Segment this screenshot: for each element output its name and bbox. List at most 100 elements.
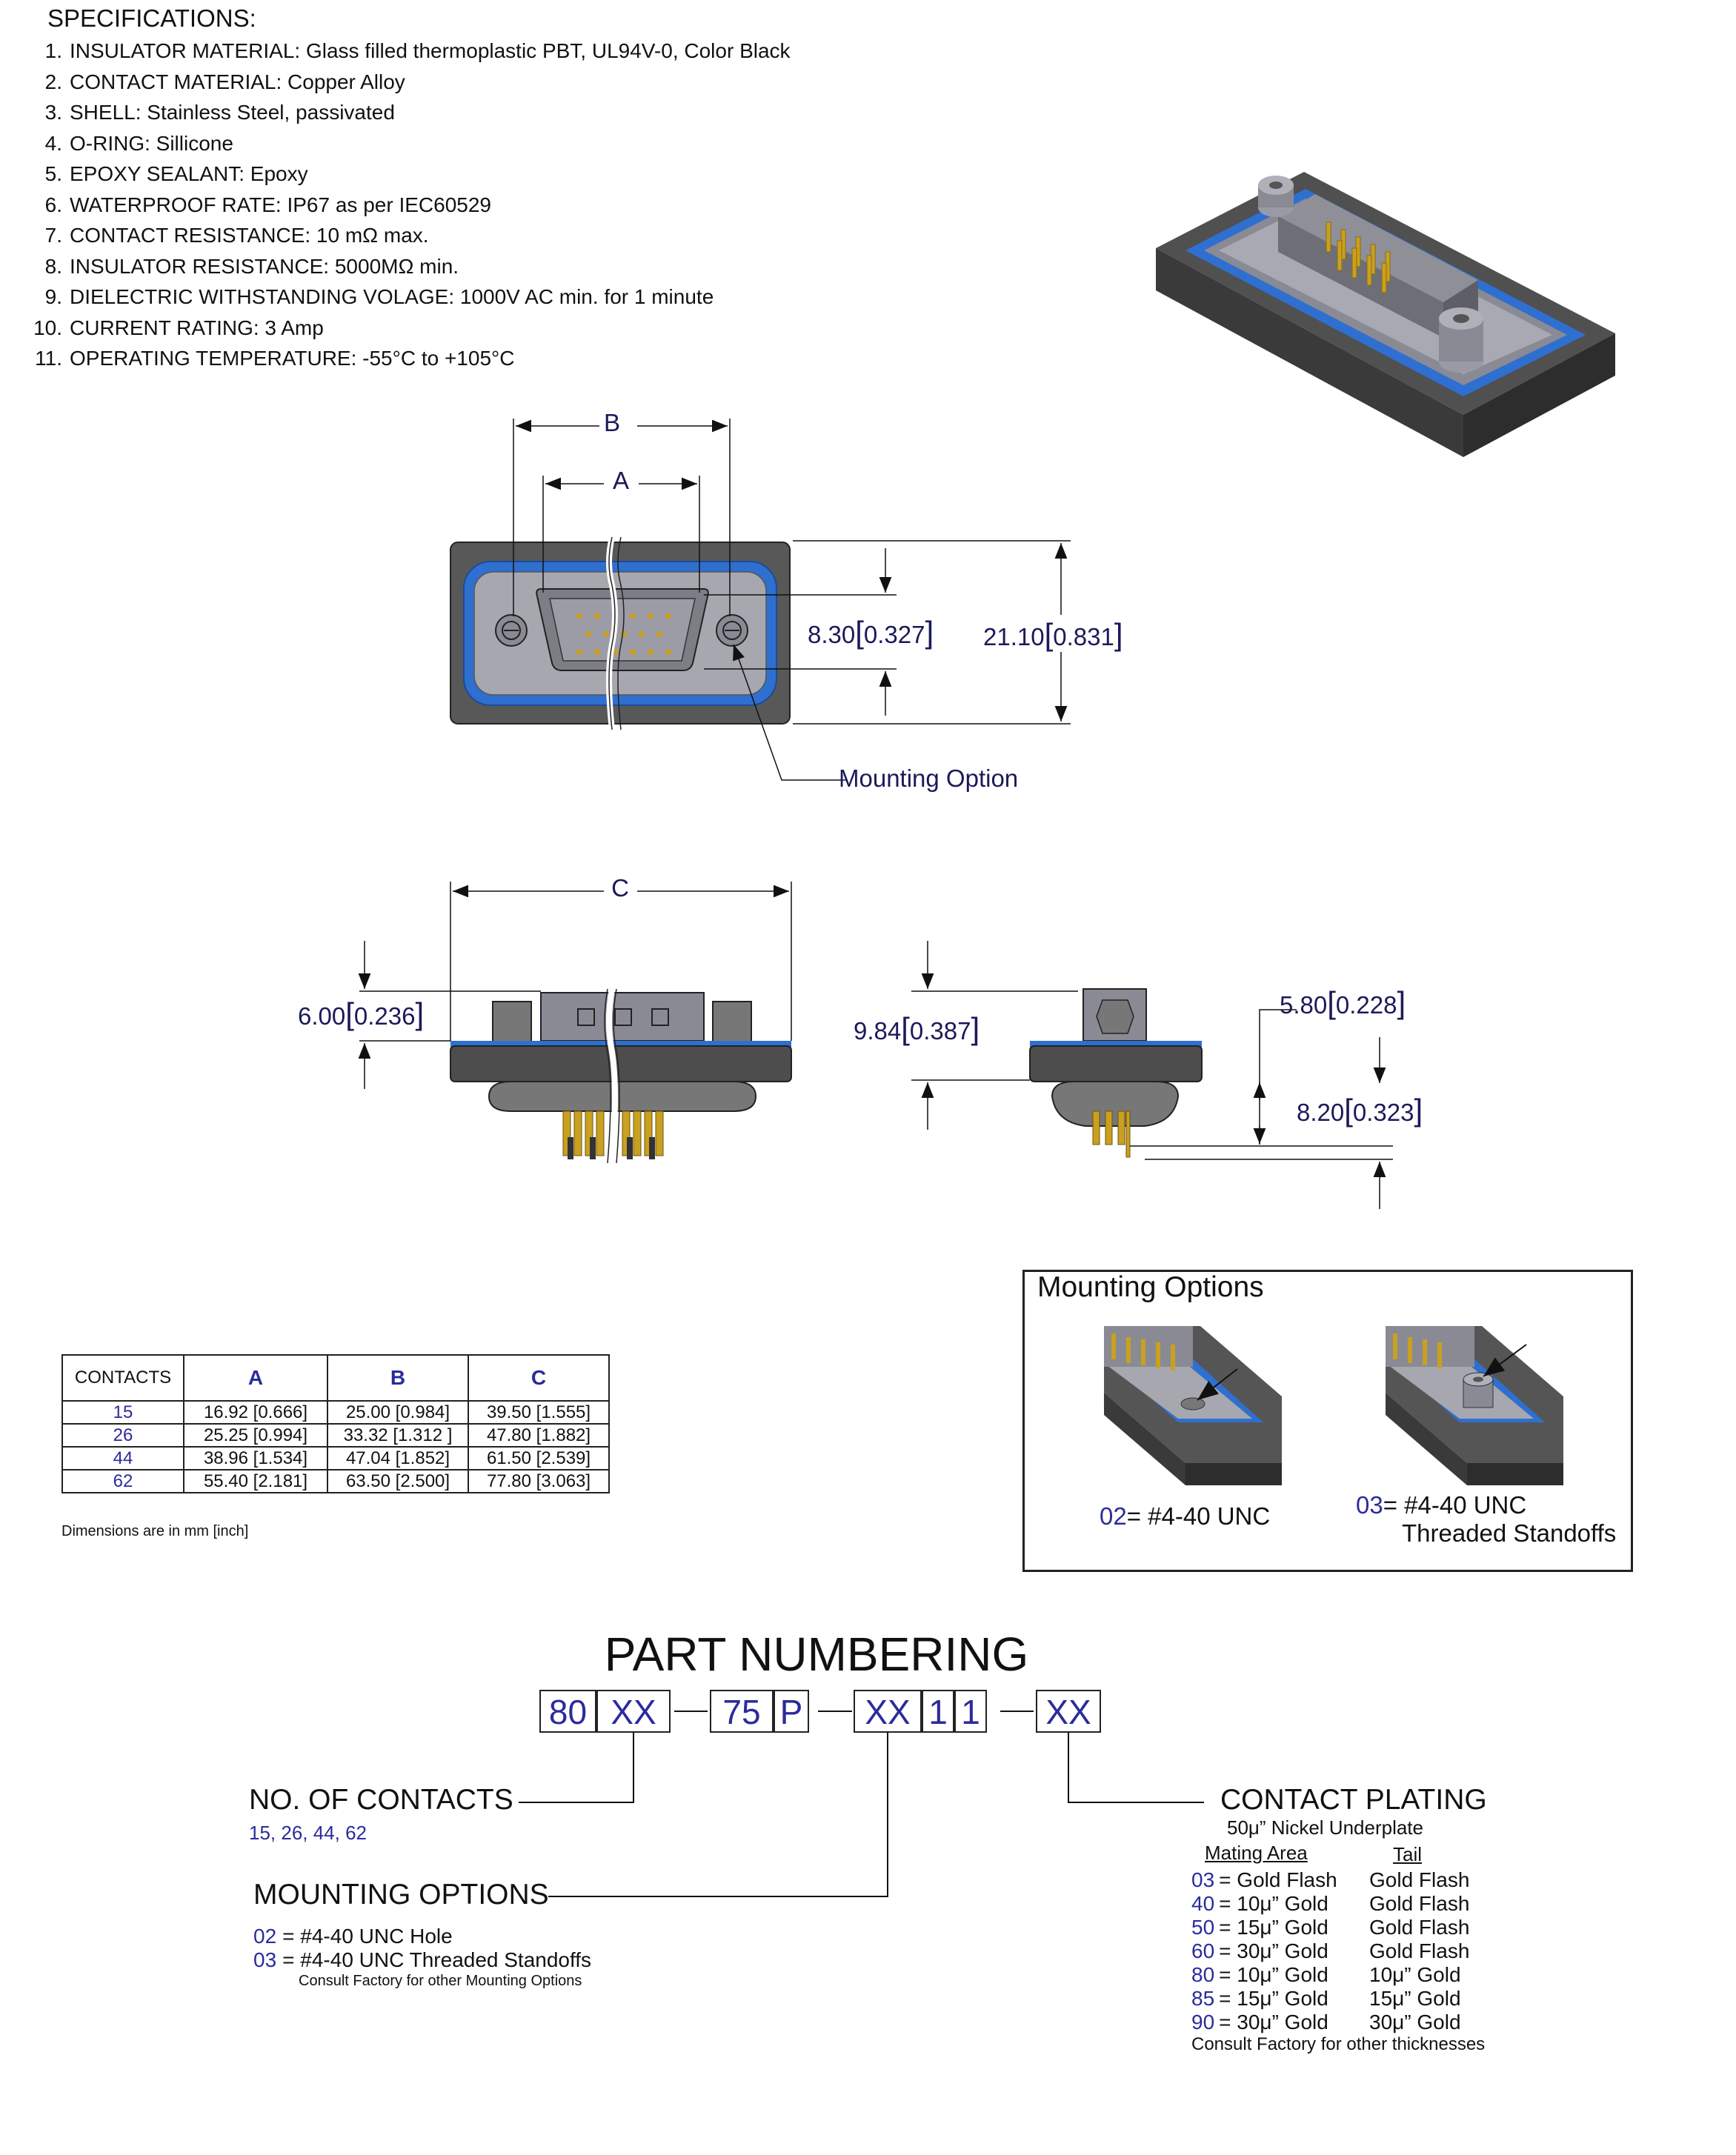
plating-tail: 30μ” Gold [1369,2011,1461,2034]
dim-end-5-80: 5.80[0.228] [1280,985,1406,1020]
spec-item-text: INSULATOR RESISTANCE: 5000MΩ min. [70,254,459,278]
mounting-option-03-label: 03= #4-40 UNC Threaded Standoffs [1356,1491,1617,1547]
part-numbering-title: PART NUMBERING [604,1628,1029,1681]
dim-end-9-84: 9.84[0.387] [854,1011,980,1046]
front-view-drawing [450,419,1071,781]
plating-mating: = 10μ” Gold [1219,1963,1328,1986]
dim-label-c: C [607,874,633,902]
spec-item-number: 10. [33,316,62,339]
table-cell: 33.32 [1.312 ] [327,1423,469,1448]
pn-box-gender: P [774,1690,809,1733]
spec-item: 4. O-RING: Sillicone [22,128,791,159]
plating-heading: CONTACT PLATING [1220,1784,1487,1816]
table-header-b: B [327,1354,469,1402]
side-view-drawing [358,882,792,1164]
plating-mating-cell: 90= 30μ” Gold [1191,2011,1369,2034]
spec-item: 7.CONTACT RESISTANCE: 10 mΩ max. [22,220,791,251]
spec-item-number: 3. [44,101,62,124]
table-cell: 16.92 [0.666] [183,1400,328,1425]
pn-box-series: 80 [539,1690,596,1733]
plating-note: Consult Factory for other thicknesses [1191,2034,1486,2054]
spec-item: 9. DIELECTRIC WITHSTANDING VOLAGE: 1000V … [22,282,791,313]
spec-item-number: 8. [44,254,62,278]
mounting-option-code: 03 [253,1948,277,1971]
spec-item-number: 5. [44,162,62,185]
specifications-list: 1.INSULATOR MATERIAL: Glass filled therm… [22,36,791,374]
table-cell-contacts: 26 [61,1423,184,1448]
table-cell: 63.50 [2.500] [327,1469,469,1493]
dimension-table-note: Dimensions are in mm [inch] [61,1523,249,1539]
mounting-option-item: 03= #4-40 UNC Threaded Standoffs [253,1948,591,1972]
plating-tail: Gold Flash [1369,1868,1470,1891]
spec-item-text: CONTACT MATERIAL: Copper Alloy [70,70,405,93]
plating-tail: Gold Flash [1369,1939,1470,1962]
dim-height-8-30: 8.30[0.327] [808,615,934,650]
contacts-heading: NO. OF CONTACTS [249,1784,513,1816]
spec-item-number: 2. [44,70,62,93]
spec-item-text: EPOXY SEALANT: Epoxy [70,162,308,185]
plating-mating-cell: 40= 10μ” Gold [1191,1892,1369,1916]
pn-box-plating: XX [1036,1690,1101,1733]
connector-3d-illustration [1156,172,1615,457]
pn-box-digit-1: 1 [922,1690,954,1733]
spec-item-text: DIELECTRIC WITHSTANDING VOLAGE: 1000V AC… [70,285,714,308]
plating-col-mating: Mating Area [1205,1842,1308,1864]
table-cell: 47.04 [1.852] [327,1446,469,1470]
spec-item-text: O-RING: Sillicone [70,131,233,155]
plating-code: 60 [1191,1939,1215,1962]
plating-code: 50 [1191,1916,1215,1939]
plating-mating: = 30μ” Gold [1219,2011,1328,2034]
spec-item: 5. EPOXY SEALANT: Epoxy [22,159,791,190]
spec-item: 11.OPERATING TEMPERATURE: -55°C to +105°… [22,343,791,374]
spec-item: 2. CONTACT MATERIAL: Copper Alloy [22,67,791,98]
mounting-option-code: 02 [253,1925,277,1948]
mounting-option-03-illustration [1386,1326,1563,1485]
table-header-c: C [468,1354,610,1402]
mounting-options-box [1022,1270,1633,1572]
plating-tail: Gold Flash [1369,1916,1470,1939]
spec-item: 3.SHELL: Stainless Steel, passivated [22,97,791,128]
table-cell-contacts: 44 [61,1446,184,1470]
pn-box-mounting: XX [854,1690,922,1733]
contacts-values: 15, 26, 44, 62 [249,1822,368,1844]
plating-col-tail: Tail [1393,1843,1423,1865]
mounting-options-title: Mounting Options [1037,1271,1264,1303]
plating-mating-cell: 60= 30μ” Gold [1191,1939,1369,1963]
mounting-note: Consult Factory for other Mounting Optio… [299,1973,582,1989]
spec-item-number: 1. [44,39,62,62]
plating-code: 40 [1191,1892,1215,1915]
spec-item-number: 11. [35,347,62,370]
spec-item-number: 4. [44,131,62,155]
dim-label-a: A [608,467,634,495]
plating-mating-cell: 50= 15μ” Gold [1191,1916,1369,1939]
table-cell: 25.00 [0.984] [327,1400,469,1425]
spec-item-number: 9. [44,285,62,308]
spec-item-text: CURRENT RATING: 3 Amp [70,316,324,339]
table-cell: 61.50 [2.539] [468,1446,610,1470]
table-cell: 39.50 [1.555] [468,1400,610,1425]
dim-height-21-10: 21.10[0.831] [983,617,1123,652]
plating-mating: = 10μ” Gold [1219,1892,1328,1915]
mounting-option-02-label: 02= #4-40 UNC [1100,1502,1271,1530]
table-cell: 38.96 [1.534] [183,1446,328,1470]
spec-item: 8. INSULATOR RESISTANCE: 5000MΩ min. [22,251,791,282]
mounting-option-text: = #4-40 UNC Hole [282,1925,453,1948]
plating-tail: 15μ” Gold [1369,1987,1461,2010]
table-cell: 55.40 [2.181] [183,1469,328,1493]
spec-item-text: WATERPROOF RATE: IP67 as per IEC60529 [70,193,491,216]
specifications-title: SPECIFICATIONS: [47,4,256,32]
mounting-option-text: = #4-40 UNC Threaded Standoffs [282,1948,592,1971]
